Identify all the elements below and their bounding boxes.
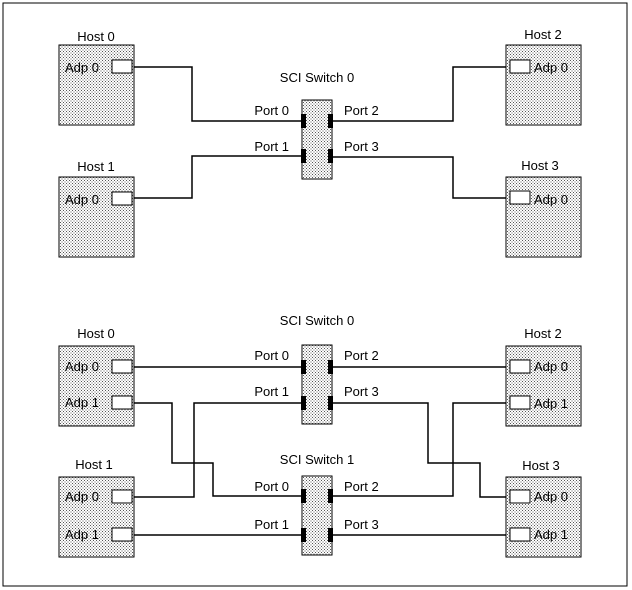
adapter-label-1: Adp 1: [65, 527, 99, 542]
switch-title: SCI Switch 1: [280, 452, 354, 467]
adapter-port: [509, 59, 531, 74]
switch-port-0: [301, 360, 306, 374]
adapter-port-0: [509, 359, 531, 374]
bottom-link-s1p2-h2a1: [331, 402, 508, 497]
host-box: [505, 345, 582, 427]
adapter-port-1: [509, 395, 531, 410]
switch-port-3: [328, 149, 333, 163]
port-label-1: Port 1: [254, 139, 289, 154]
top-host-3: Host 3 Adp 0: [505, 158, 582, 258]
host-label: Host 1: [75, 457, 113, 472]
top-switch-0: SCI Switch 0 Port 0 Port 1 Port 2 Port 3: [254, 70, 379, 180]
host-box: [505, 44, 582, 126]
adapter-port: [111, 59, 133, 74]
host-box: [58, 44, 135, 126]
port-label-0: Port 0: [254, 103, 289, 118]
adapter-label-0: Adp 0: [65, 489, 99, 504]
bottom-host-1: Host 1 Adp 0 Adp 1: [58, 457, 135, 558]
adapter-label: Adp 0: [65, 60, 99, 75]
top-link-host3-port3: [331, 156, 508, 199]
port-label-0: Port 0: [254, 348, 289, 363]
bottom-connections: [132, 366, 508, 536]
adapter-port: [111, 191, 133, 206]
adapter-label-1: Adp 1: [65, 395, 99, 410]
port-label-0: Port 0: [254, 479, 289, 494]
bottom-link-s0p3-h3a0: [331, 402, 508, 498]
adapter-port-0: [111, 359, 133, 374]
bottom-switch-1: SCI Switch 1 Port 0 Port 1 Port 2 Port 3: [254, 452, 379, 556]
switch-box: [301, 475, 333, 556]
host-label: Host 3: [522, 458, 560, 473]
top-connections: [132, 66, 508, 199]
switch-port-1: [301, 528, 306, 542]
port-label-3: Port 3: [344, 139, 379, 154]
top-link-host2-port2: [331, 66, 508, 122]
top-host-2: Host 2 Adp 0: [505, 27, 582, 126]
switch-port-1: [301, 396, 306, 410]
adapter-label-0: Adp 0: [534, 489, 568, 504]
port-label-3: Port 3: [344, 517, 379, 532]
host-box: [505, 176, 582, 258]
switch-port-1: [301, 149, 306, 163]
adapter-label-0: Adp 0: [65, 359, 99, 374]
port-label-2: Port 2: [344, 103, 379, 118]
adapter-port: [509, 190, 531, 205]
host-box: [58, 176, 135, 258]
adapter-label-0: Adp 0: [534, 359, 568, 374]
switch-port-0: [301, 489, 306, 503]
top-link-host0-port0: [132, 66, 303, 122]
switch-port-0: [301, 114, 306, 128]
switch-port-3: [328, 528, 333, 542]
switch-title: SCI Switch 0: [280, 70, 354, 85]
switch-port-3: [328, 396, 333, 410]
top-host-1: Host 1 Adp 0: [58, 159, 135, 258]
adapter-port-1: [509, 527, 531, 542]
bottom-link-h1a0-s0p1: [132, 402, 303, 498]
adapter-label: Adp 0: [534, 192, 568, 207]
host-label: Host 2: [524, 27, 562, 42]
adapter-label: Adp 0: [534, 60, 568, 75]
bottom-switch-0: SCI Switch 0 Port 0 Port 1 Port 2 Port 3: [254, 313, 379, 425]
port-label-3: Port 3: [344, 384, 379, 399]
bottom-host-0: Host 0 Adp 0 Adp 1: [58, 326, 135, 427]
switch-port-2: [328, 360, 333, 374]
adapter-label-1: Adp 1: [534, 396, 568, 411]
adapter-port-1: [111, 527, 133, 542]
port-label-1: Port 1: [254, 384, 289, 399]
bottom-link-h0a1-s1p0: [132, 402, 303, 497]
switch-box: [301, 344, 333, 425]
host-label: Host 0: [77, 29, 115, 44]
adapter-port-0: [509, 489, 531, 504]
adapter-port-0: [111, 489, 133, 504]
switch-port-2: [328, 489, 333, 503]
switch-box: [301, 99, 333, 180]
adapter-port-1: [111, 395, 133, 410]
host-label: Host 0: [77, 326, 115, 341]
port-label-2: Port 2: [344, 479, 379, 494]
host-label: Host 1: [77, 159, 115, 174]
switch-title: SCI Switch 0: [280, 313, 354, 328]
adapter-label: Adp 0: [65, 192, 99, 207]
host-label: Host 2: [524, 326, 562, 341]
top-link-host1-port1: [132, 155, 303, 199]
bottom-host-2: Host 2 Adp 0 Adp 1: [505, 326, 582, 427]
host-label: Host 3: [521, 158, 559, 173]
bottom-host-3: Host 3 Adp 0 Adp 1: [505, 458, 582, 558]
port-label-2: Port 2: [344, 348, 379, 363]
switch-port-2: [328, 114, 333, 128]
host-box: [58, 345, 135, 427]
top-host-0: Host 0 Adp 0: [58, 29, 135, 126]
adapter-label-1: Adp 1: [534, 527, 568, 542]
port-label-1: Port 1: [254, 517, 289, 532]
